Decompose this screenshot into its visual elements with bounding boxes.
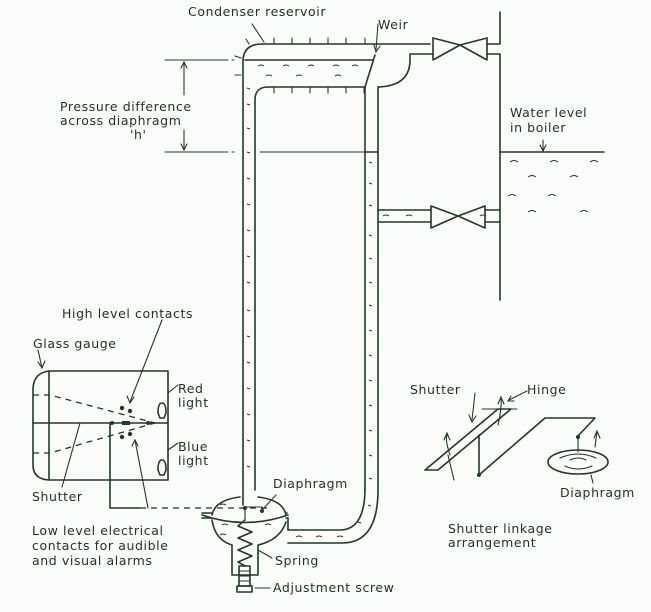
label-condenser-reservoir: Condenser reservoir	[188, 4, 326, 19]
label-weir: Weir	[378, 17, 409, 32]
label-spring: Spring	[275, 553, 319, 568]
label-low-level-1: Low level electrical	[32, 523, 164, 538]
glass-gauge	[32, 370, 169, 509]
label-pressure-difference-1: Pressure difference	[60, 99, 192, 114]
label-glass-gauge: Glass gauge	[33, 336, 117, 351]
label-pressure-difference-3: 'h'	[130, 127, 147, 142]
label-diaphragm: Diaphragm	[273, 476, 348, 491]
insulation-ticks	[234, 37, 366, 94]
gauge-leaders	[37, 319, 277, 589]
spring	[237, 519, 253, 567]
shutter-linkage	[424, 390, 609, 484]
label-linkage-caption-1: Shutter linkage	[448, 521, 553, 536]
steam-valve	[432, 11, 501, 301]
label-water-level-2: in boiler	[510, 120, 566, 135]
diaphragm-chamber	[140, 496, 289, 576]
water-valve	[377, 205, 501, 229]
label-blue-light-1: Blue	[178, 439, 208, 454]
weir	[364, 23, 434, 489]
label-linkage-diaphragm: Diaphragm	[560, 485, 635, 500]
label-blue-light-2: light	[178, 453, 209, 468]
labels: Condenser reservoir Weir Pressure differ…	[32, 4, 635, 595]
label-shutter: Shutter	[32, 489, 83, 504]
boiler-water	[499, 139, 605, 213]
label-water-level-1: Water level	[510, 105, 587, 120]
label-high-level-contacts: High level contacts	[62, 306, 193, 321]
condenser-reservoir	[234, 37, 431, 506]
label-linkage-hinge: Hinge	[527, 382, 566, 397]
label-red-light-2: light	[178, 395, 209, 410]
label-pressure-difference-2: across diaphragm	[60, 113, 181, 128]
adjustment-screw	[236, 565, 253, 593]
label-linkage-caption-2: arrangement	[448, 535, 536, 550]
riser-water	[246, 87, 379, 544]
reservoir-water	[244, 59, 374, 77]
label-low-level-3: and visual alarms	[32, 553, 153, 568]
label-low-level-2: contacts for audible	[32, 538, 169, 553]
label-adjustment-screw: Adjustment screw	[273, 580, 395, 595]
pressure-difference-dimension	[164, 23, 366, 153]
label-red-light-1: Red	[178, 381, 204, 396]
label-linkage-shutter: Shutter	[410, 382, 461, 397]
